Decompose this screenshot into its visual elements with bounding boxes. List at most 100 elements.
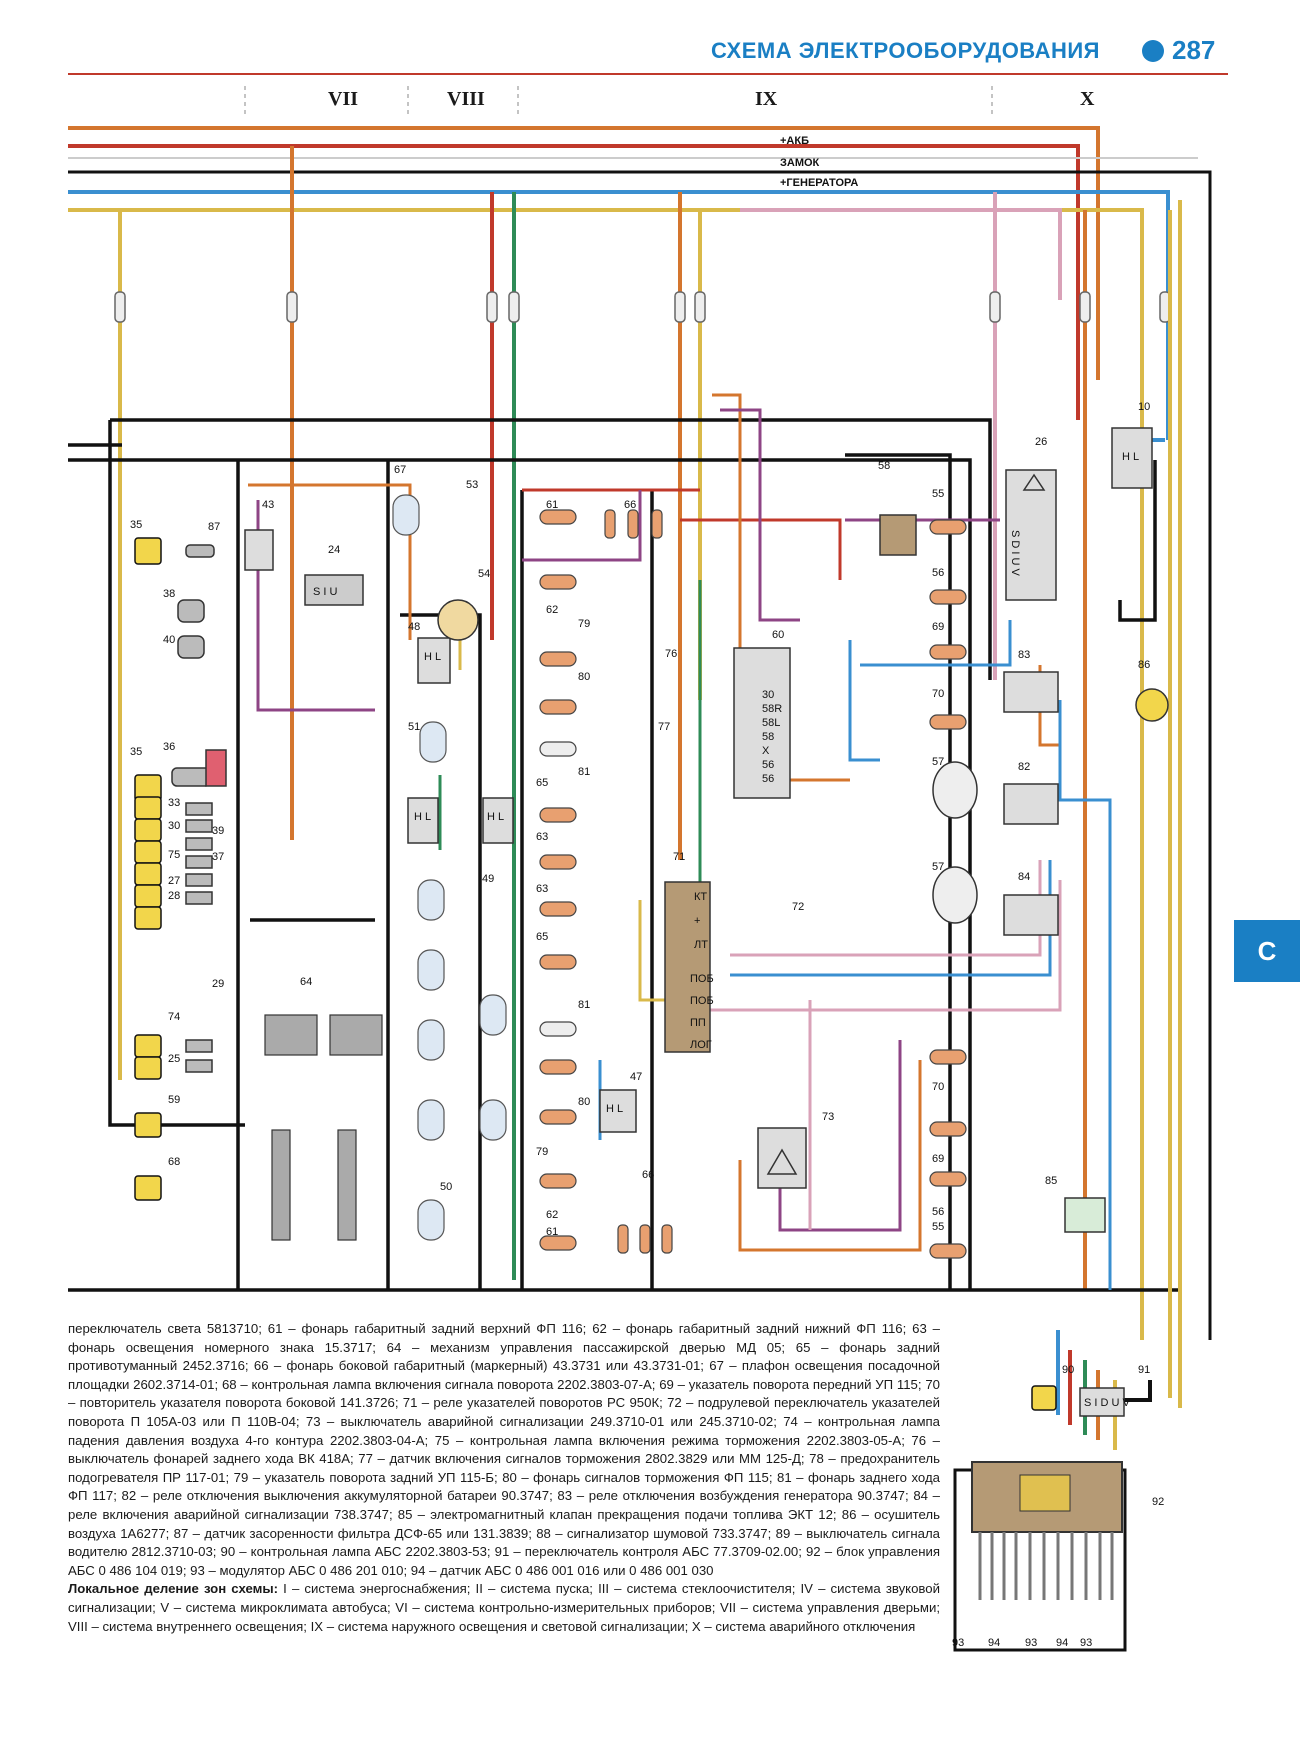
svg-text:39: 39 xyxy=(212,825,224,837)
vertical-feeds xyxy=(118,146,1165,1290)
component-labels: 10 24 25 26 27 28 29 30 33 35 35 36 37 3… xyxy=(130,401,1164,1649)
svg-text:66: 66 xyxy=(642,1169,654,1181)
svg-text:84: 84 xyxy=(1018,871,1030,883)
svg-text:70: 70 xyxy=(932,688,944,700)
svg-text:94: 94 xyxy=(988,1637,1000,1649)
svg-text:50: 50 xyxy=(440,1181,452,1193)
svg-text:58R: 58R xyxy=(762,703,782,715)
svg-text:55: 55 xyxy=(932,488,944,500)
svg-text:+: + xyxy=(694,915,700,927)
svg-text:38: 38 xyxy=(163,588,175,600)
svg-text:ПП: ПП xyxy=(690,1017,706,1029)
header-divider xyxy=(68,73,1228,75)
legend-text: переключатель света 5813710; 61 – фонарь… xyxy=(68,1321,940,1578)
svg-text:66: 66 xyxy=(624,499,636,511)
svg-text:36: 36 xyxy=(163,741,175,753)
svg-text:58L: 58L xyxy=(762,717,780,729)
svg-text:61: 61 xyxy=(546,1226,558,1238)
svg-text:64: 64 xyxy=(300,976,312,988)
switch-labels: S I U S D I U V H L H L H L H L H L S I … xyxy=(313,451,1139,1409)
warning-triangle-icon xyxy=(1022,473,1046,491)
indicator-lamps xyxy=(134,537,1057,1411)
svg-text:H L: H L xyxy=(487,811,504,823)
svg-text:58: 58 xyxy=(878,460,890,472)
svg-text:77: 77 xyxy=(658,721,670,733)
svg-text:83: 83 xyxy=(1018,649,1030,661)
svg-text:H L: H L xyxy=(414,811,431,823)
svg-text:КТ: КТ xyxy=(694,891,707,903)
zone-label-x: X xyxy=(1080,88,1095,110)
svg-text:71: 71 xyxy=(673,851,685,863)
svg-text:40: 40 xyxy=(163,634,175,646)
svg-text:93: 93 xyxy=(1080,1637,1092,1649)
svg-text:26: 26 xyxy=(1035,436,1047,448)
svg-text:93: 93 xyxy=(952,1637,964,1649)
section-tab[interactable]: С xyxy=(1234,920,1300,982)
svg-text:75: 75 xyxy=(168,849,180,861)
svg-text:57: 57 xyxy=(932,861,944,873)
svg-text:51: 51 xyxy=(408,721,420,733)
hazard-triangle-icon xyxy=(766,1148,798,1175)
svg-text:60: 60 xyxy=(772,629,784,641)
svg-text:63: 63 xyxy=(536,831,548,843)
svg-text:53: 53 xyxy=(466,479,478,491)
svg-text:90: 90 xyxy=(1062,1364,1074,1376)
svg-text:85: 85 xyxy=(1045,1175,1057,1187)
svg-text:58: 58 xyxy=(762,731,774,743)
svg-text:76: 76 xyxy=(665,648,677,660)
svg-text:S D I U V: S D I U V xyxy=(1009,530,1021,577)
fuses xyxy=(114,291,1171,323)
zone-label-viii: VIII xyxy=(447,88,485,110)
svg-text:48: 48 xyxy=(408,621,420,633)
bus-label-zamok: ЗАМОК xyxy=(780,157,820,169)
zone-separators xyxy=(244,86,993,118)
svg-text:67: 67 xyxy=(394,464,406,476)
svg-text:94: 94 xyxy=(1056,1637,1068,1649)
svg-text:91: 91 xyxy=(1138,1364,1150,1376)
svg-text:80: 80 xyxy=(578,1096,590,1108)
tail-lamps xyxy=(539,509,967,1259)
svg-text:86: 86 xyxy=(1138,659,1150,671)
svg-text:H L: H L xyxy=(1122,451,1139,463)
svg-text:56: 56 xyxy=(932,567,944,579)
svg-text:24: 24 xyxy=(328,544,340,556)
zone-label-ix: IX xyxy=(755,88,778,110)
svg-text:35: 35 xyxy=(130,746,142,758)
svg-text:93: 93 xyxy=(1025,1637,1037,1649)
bus-label-generator: +ГЕНЕРАТОРА xyxy=(780,177,858,189)
svg-text:68: 68 xyxy=(168,1156,180,1168)
svg-text:49: 49 xyxy=(482,873,494,885)
svg-text:63: 63 xyxy=(536,883,548,895)
svg-text:65: 65 xyxy=(536,931,548,943)
svg-text:29: 29 xyxy=(212,978,224,990)
zone-label-vii: VII xyxy=(328,88,359,110)
svg-text:47: 47 xyxy=(630,1071,642,1083)
bus-label-akb: +АКБ xyxy=(780,135,809,147)
svg-text:10: 10 xyxy=(1138,401,1150,413)
svg-text:61: 61 xyxy=(546,499,558,511)
svg-text:62: 62 xyxy=(546,1209,558,1221)
svg-text:70: 70 xyxy=(932,1081,944,1093)
svg-text:H L: H L xyxy=(606,1103,623,1115)
svg-text:82: 82 xyxy=(1018,761,1030,773)
abs-bundle xyxy=(953,200,1182,1652)
svg-text:27: 27 xyxy=(168,875,180,887)
svg-text:81: 81 xyxy=(578,999,590,1011)
zones-heading: Локальное деление зон схемы: xyxy=(68,1581,279,1597)
svg-text:69: 69 xyxy=(932,1153,944,1165)
svg-text:69: 69 xyxy=(932,621,944,633)
svg-text:33: 33 xyxy=(168,797,180,809)
svg-text:87: 87 xyxy=(208,521,220,533)
title-dot-icon xyxy=(1142,40,1164,62)
svg-text:28: 28 xyxy=(168,890,180,902)
svg-text:74: 74 xyxy=(168,1011,180,1023)
svg-text:H L: H L xyxy=(424,651,441,663)
svg-text:ПОБ: ПОБ xyxy=(690,973,714,985)
svg-text:30: 30 xyxy=(762,689,774,701)
svg-text:57: 57 xyxy=(932,756,944,768)
headlights xyxy=(932,761,978,924)
svg-text:79: 79 xyxy=(578,618,590,630)
svg-text:56: 56 xyxy=(932,1206,944,1218)
relay-boxes xyxy=(244,427,1169,1417)
